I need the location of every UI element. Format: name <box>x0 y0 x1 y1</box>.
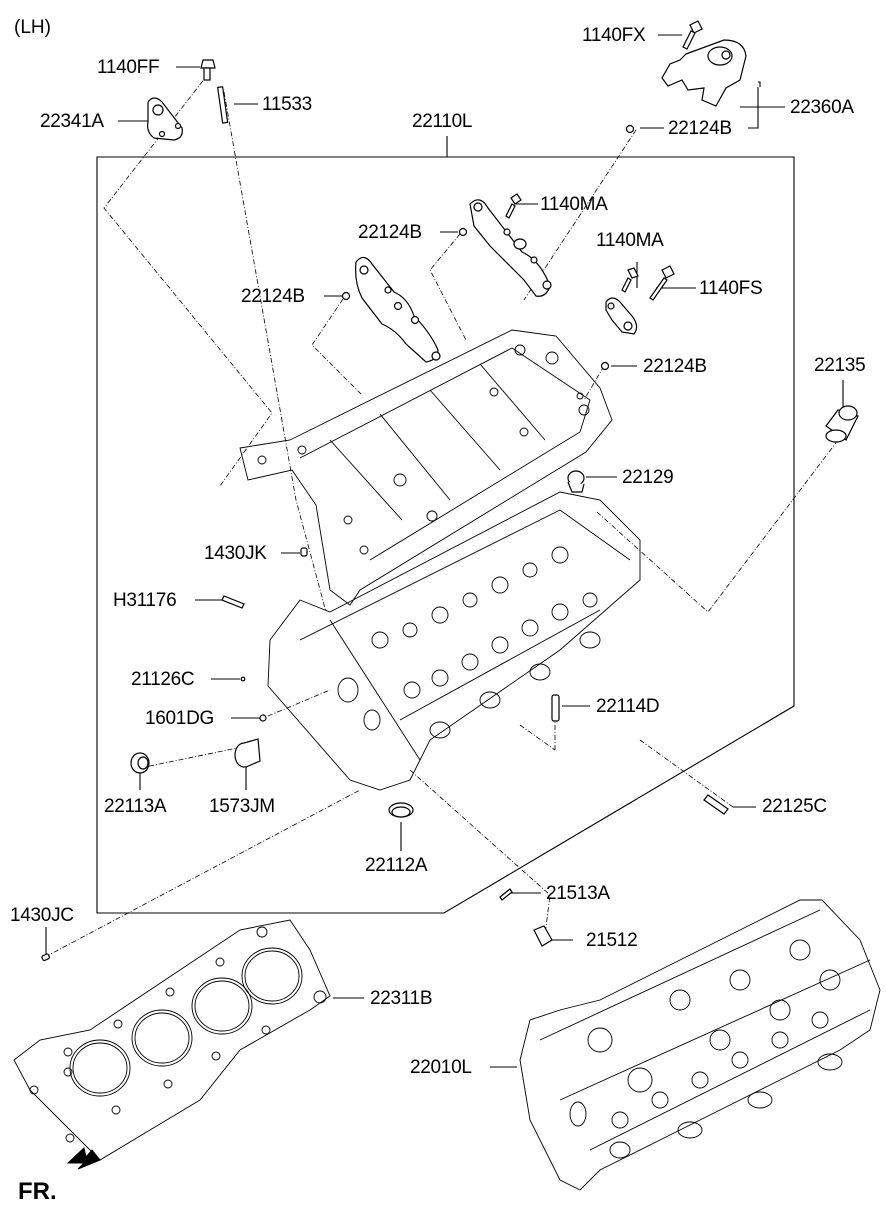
washer-21513A <box>499 888 513 901</box>
cam-cap-front <box>469 199 552 297</box>
part-label-22124B-4[interactable]: 22124B <box>643 356 707 377</box>
housing-22360A <box>661 39 747 107</box>
stud-11533 <box>216 86 229 124</box>
side-label: (LH) <box>14 17 51 38</box>
part-label-1140FS[interactable]: 1140FS <box>699 278 763 299</box>
part-label-1140FX[interactable]: 1140FX <box>582 25 646 46</box>
part-label-22113A[interactable]: 22113A <box>104 796 167 817</box>
seal-22113A <box>130 752 150 774</box>
part-label-H31176[interactable]: H31176 <box>113 590 177 611</box>
plug-21126C <box>240 676 246 682</box>
head-gasket-22311B <box>13 919 331 1161</box>
bolt-1140MA-2 <box>621 267 639 293</box>
part-label-21512[interactable]: 21512 <box>586 930 638 951</box>
bolt-1140FS <box>649 265 675 301</box>
pin-H31176 <box>221 595 245 609</box>
exploded-view-lines <box>44 72 839 958</box>
cam-carrier-22110L <box>239 329 613 606</box>
arrow-down-left-icon <box>66 1147 101 1170</box>
part-label-21513A[interactable]: 21513A <box>546 883 610 904</box>
part-label-22360A[interactable]: 22360A <box>790 97 854 118</box>
cam-cap-rear <box>355 256 441 363</box>
part-label-22124B-top[interactable]: 22124B <box>668 118 732 139</box>
part-label-1140MA-2[interactable]: 1140MA <box>596 230 664 251</box>
part-label-22112A[interactable]: 22112A <box>365 855 428 876</box>
dowel-22124B-3 <box>341 291 351 301</box>
part-label-22124B-3[interactable]: 22124B <box>241 286 305 307</box>
part-label-11533[interactable]: 11533 <box>262 94 312 115</box>
part-label-22341A[interactable]: 22341A <box>40 111 104 132</box>
guide-22114D <box>551 694 560 722</box>
part-label-22124B-2[interactable]: 22124B <box>358 222 422 243</box>
part-label-21126C[interactable]: 21126C <box>131 669 195 690</box>
part-label-22125C[interactable]: 22125C <box>762 796 827 817</box>
pin-1430JC <box>41 953 50 962</box>
plug-22129 <box>567 470 585 493</box>
seal-1573JM <box>234 738 261 768</box>
dowel-22124B-top <box>625 124 635 134</box>
pin-1430JK <box>300 547 308 557</box>
plug-1601DG <box>259 714 267 722</box>
part-label-1601DG[interactable]: 1601DG <box>145 708 214 729</box>
part-label-1573JM[interactable]: 1573JM <box>209 796 275 817</box>
part-label-22010L[interactable]: 22010L <box>410 1057 472 1078</box>
dowel-22124B-4 <box>600 361 610 371</box>
part-label-22129[interactable]: 22129 <box>622 467 674 488</box>
cylinder-head-assembly-22010L <box>519 899 881 1191</box>
front-direction-label: FR. <box>18 1178 57 1205</box>
bracket-22341A <box>147 97 183 141</box>
part-label-1140FF[interactable]: 1140FF <box>97 57 160 78</box>
part-label-22311B[interactable]: 22311B <box>370 988 433 1009</box>
cylinder-head-exploded <box>267 491 641 791</box>
bolt-1140MA-1 <box>505 193 522 219</box>
bolt-1140FX <box>682 20 703 50</box>
stud-22125C <box>703 794 729 815</box>
tube-22135 <box>825 405 859 443</box>
part-label-1430JC[interactable]: 1430JC <box>10 905 74 926</box>
part-label-1140MA-1[interactable]: 1140MA <box>540 194 608 215</box>
part-label-22114D[interactable]: 22114D <box>596 696 660 717</box>
part-label-1430JK[interactable]: 1430JK <box>204 543 267 564</box>
dowel-22124B-2 <box>458 227 468 237</box>
assembly-boundary-line <box>96 156 795 914</box>
part-label-22110L[interactable]: 22110L <box>412 111 473 132</box>
cam-cap-small <box>605 297 638 335</box>
ring-22112A <box>388 802 414 818</box>
part-label-22135[interactable]: 22135 <box>814 355 866 376</box>
bolt-1140FF <box>200 59 216 81</box>
plug-21512 <box>533 925 553 947</box>
